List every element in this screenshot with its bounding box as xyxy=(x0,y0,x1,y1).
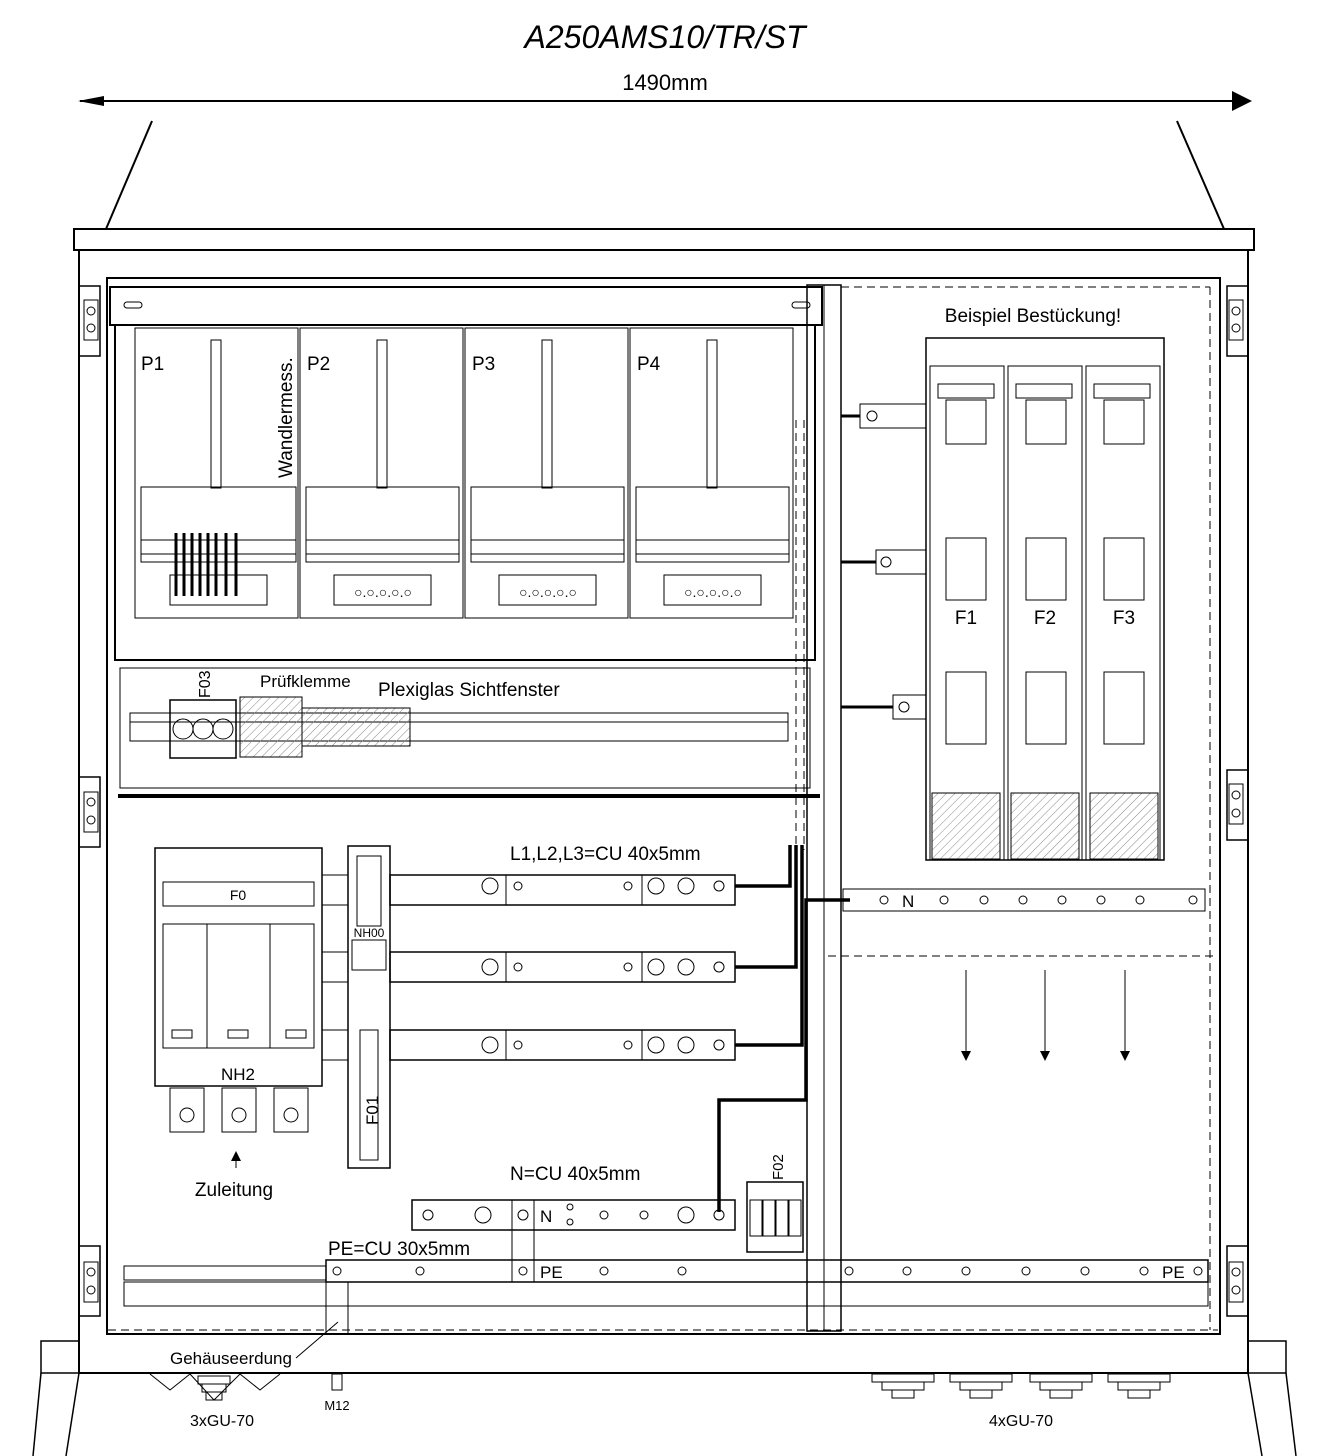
rail-slot-right xyxy=(791,301,811,309)
connector-l1 xyxy=(321,874,349,906)
n-bar-right xyxy=(842,888,1206,912)
test-terminal-label: Prüfklemme xyxy=(260,672,351,691)
bottom-terminal-rail xyxy=(123,1265,327,1281)
hinge-right-top xyxy=(1226,285,1249,357)
busbar-label: L1,L2,L3=CU 40x5mm xyxy=(510,844,701,865)
drawing-title: A250AMS10/TR/ST xyxy=(523,19,808,55)
n-bar-right-holes xyxy=(879,895,1198,905)
n-pe-link xyxy=(511,1229,535,1261)
gland-left-label: 3xGU-70 xyxy=(190,1413,254,1430)
panel-label-p1: P1 xyxy=(141,354,164,375)
hinge-left-middle xyxy=(78,776,101,848)
earthing-strap xyxy=(325,1281,349,1335)
m12-label: M12 xyxy=(324,1398,349,1413)
hinge-right-bottom xyxy=(1226,1245,1249,1317)
panel-label-p4: P4 xyxy=(637,354,661,375)
base-plinth-right xyxy=(1247,1340,1287,1374)
hinge-left-bottom xyxy=(78,1245,101,1317)
nh00-label: NH00 xyxy=(354,926,385,940)
pe-label-right: PE xyxy=(1162,1263,1185,1282)
busbar-cables xyxy=(717,845,850,1212)
earthing-leader xyxy=(295,1321,339,1359)
width-dimension-label: 1490mm xyxy=(622,70,708,95)
meter-panel-p1 xyxy=(134,327,299,619)
base-leg-right-inner xyxy=(1247,1372,1263,1456)
connector-l3 xyxy=(321,1029,349,1061)
n-bar-left-label: N xyxy=(540,1207,552,1226)
panel-label-p2: P2 xyxy=(307,354,330,375)
pe-label-left: PE xyxy=(540,1263,563,1282)
m12-bolt xyxy=(331,1373,343,1391)
roof-line-right xyxy=(1176,120,1225,230)
pe-bar-holes xyxy=(332,1266,1203,1276)
fuse-label-f2: F2 xyxy=(1034,608,1056,629)
fuse-label-f1: F1 xyxy=(955,608,977,629)
housing-earthing-label: Gehäuseerdung xyxy=(170,1349,292,1368)
svg-text:○.○.○.○.○: ○.○.○.○.○ xyxy=(354,584,412,600)
gland-right-label: 4xGU-70 xyxy=(989,1413,1053,1430)
meter-panel-p3: ○.○.○.○.○ xyxy=(464,327,629,619)
din-section-frame xyxy=(119,667,811,789)
base-leg-right xyxy=(1285,1372,1297,1456)
busbar-l3 xyxy=(389,1029,736,1061)
hinge-right-middle xyxy=(1226,769,1249,841)
base-plinth-left xyxy=(40,1340,80,1374)
svg-text:○.○.○.○.○: ○.○.○.○.○ xyxy=(684,584,742,600)
fuse-strip-f2 xyxy=(1007,365,1083,861)
f02-surge-arrester xyxy=(746,1181,804,1253)
nh00-fuse-switch xyxy=(347,845,391,1169)
din-rail xyxy=(129,712,789,742)
roof-line-left xyxy=(105,120,153,230)
meter-panel-p4: ○.○.○.○.○ xyxy=(629,327,794,619)
rail-slot-left xyxy=(123,301,143,309)
bottom-mounting-rail xyxy=(123,1281,1209,1307)
pe-bar xyxy=(325,1259,1209,1283)
roof-plate xyxy=(73,228,1255,251)
f02-label: F02 xyxy=(770,1154,787,1180)
p1-wiring-bundle xyxy=(174,533,238,596)
example-equipment-note: Beispiel Bestückung! xyxy=(945,306,1121,327)
panel-label-p3: P3 xyxy=(472,354,495,375)
dimension-arrow-left xyxy=(78,96,104,106)
feeder-lugs xyxy=(841,403,927,720)
n-bar-left xyxy=(411,1199,736,1231)
cable-glands-right xyxy=(871,1373,1171,1399)
connector-l2 xyxy=(321,951,349,983)
n-bar-right-label: N xyxy=(902,892,914,911)
f03-label: F03 xyxy=(197,670,214,698)
f0-label: F0 xyxy=(230,887,247,903)
panel-note-wandlermess: Wandlermess. xyxy=(276,357,297,478)
busbar-l2 xyxy=(389,951,736,983)
f03-fuse-holder xyxy=(169,699,237,759)
meter-panel-p2: ○.○.○.○.○ xyxy=(299,327,464,619)
cabinet-inner-frame xyxy=(106,277,1221,1335)
pe-bar-spec-label: PE=CU 30x5mm xyxy=(328,1239,470,1260)
n-bar-spec-label: N=CU 40x5mm xyxy=(510,1164,640,1185)
cable-glands-left xyxy=(149,1373,281,1401)
nh2-label: NH2 xyxy=(221,1065,255,1084)
hinge-left-top xyxy=(78,285,101,357)
base-leg-left-inner xyxy=(65,1372,80,1456)
test-terminal-block xyxy=(239,696,411,758)
fuse-strip-f1 xyxy=(929,365,1005,861)
supply-label: Zuleitung xyxy=(195,1180,273,1201)
fuse-strip-frame xyxy=(925,337,1165,861)
fuse-label-f3: F3 xyxy=(1113,608,1135,629)
fuse-strip-f3 xyxy=(1085,365,1161,861)
f01-label: F01 xyxy=(363,1096,382,1125)
meter-rack-top-rail xyxy=(109,286,823,326)
nh2-switch-disconnector xyxy=(154,847,323,1133)
plexiglass-window-label: Plexiglas Sichtfenster xyxy=(378,680,560,701)
busbar-l1 xyxy=(389,874,736,906)
base-leg-left xyxy=(32,1372,42,1456)
meter-rack-frame xyxy=(114,324,816,661)
svg-text:○.○.○.○.○: ○.○.○.○.○ xyxy=(519,584,577,600)
